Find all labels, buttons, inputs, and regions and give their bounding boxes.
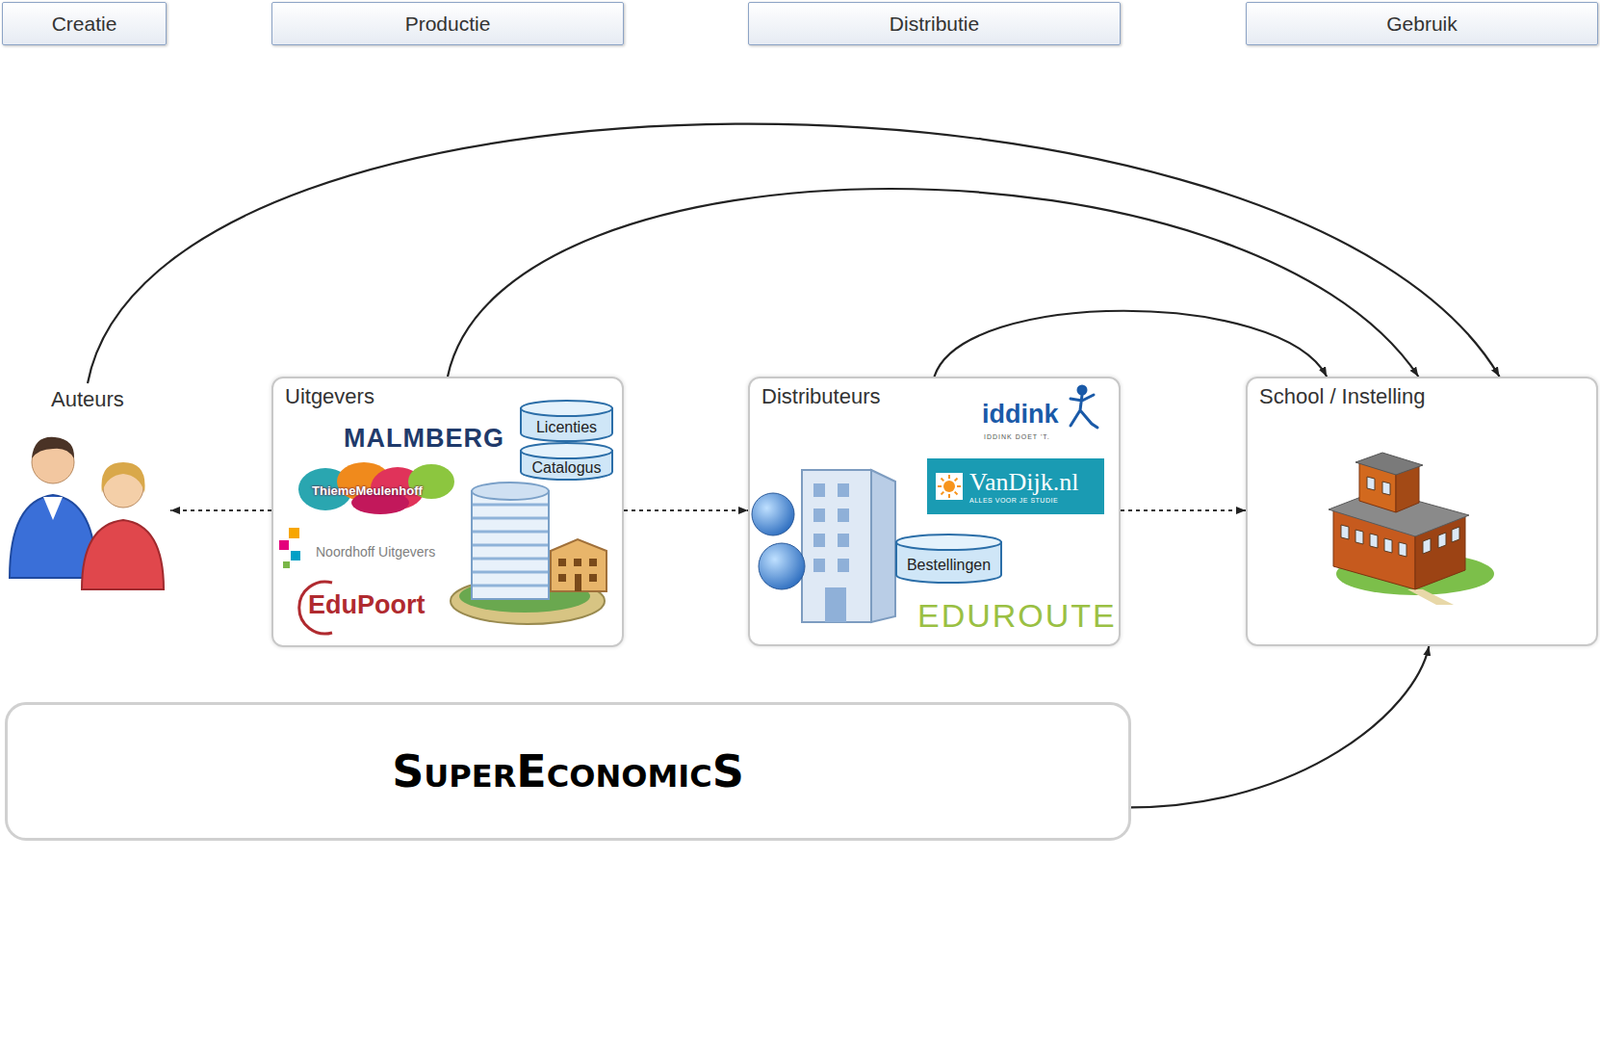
curved-arrow (934, 310, 1328, 377)
sun-ray (956, 485, 961, 488)
logo-text: ThiemeMeulenhoff (311, 483, 423, 498)
node-label: VanDijk.nl (969, 468, 1079, 497)
sun-ray (948, 493, 951, 498)
logo-text: EDUROUTE (917, 596, 1117, 635)
node-label: Productie (405, 12, 491, 36)
logo-text: iddink (981, 399, 1059, 430)
node-label: School / Instelling (1259, 384, 1425, 410)
sun-ray (954, 491, 958, 495)
stage-header: Distributie (748, 1, 1121, 46)
sun-ray (941, 478, 945, 482)
database-cylinder: Licenties (519, 399, 614, 442)
dashed-arrow (1120, 509, 1246, 512)
logo-text: MALMBERG (343, 423, 505, 454)
database-cylinder: Catalogus (519, 441, 614, 481)
band-box: SuperEconomicS (4, 701, 1132, 841)
database-cylinder: Bestellingen (895, 533, 1003, 584)
cylinder-top (896, 534, 1002, 550)
cylinder-top (520, 400, 613, 416)
sun-ray (941, 491, 945, 495)
actor-node: Auteurs (4, 383, 171, 590)
cylinder-top (520, 442, 613, 459)
node-label: Catalogus (531, 459, 601, 477)
node-label: Gebruik (1386, 12, 1458, 36)
node-label: Licenties (536, 418, 597, 437)
sun-ray (948, 474, 951, 479)
node-label: Creatie (51, 12, 118, 36)
curved-arrow (87, 124, 1500, 384)
stage-header: Creatie (1, 1, 167, 46)
school-building (1328, 452, 1495, 605)
process-box: UitgeversLicentiesCatalogus MALMBERG Thiem… (271, 376, 624, 647)
curved-arrow (1131, 645, 1429, 807)
logo-text: IDDINK DOET 'T. (983, 433, 1051, 440)
iddink-figure (1070, 386, 1098, 428)
node-label: Bestellingen (906, 556, 991, 574)
curved-arrow (447, 188, 1419, 377)
sun-ray (937, 485, 942, 488)
stage-header: Gebruik (1245, 1, 1599, 46)
logo-text: Noordhoff Uitgevers (315, 543, 436, 560)
node-subtext: ALLES VOOR JE STUDIE (969, 496, 1059, 504)
stage-header: Productie (271, 1, 624, 46)
sun-ray (954, 478, 958, 482)
dashed-arrow (170, 509, 272, 512)
process-box: DistributeursVanDijk.nlALLES VOOR JE STU… (748, 376, 1121, 646)
node-label: Distributie (889, 12, 980, 36)
node-label: Auteurs (51, 387, 125, 413)
distributor-building (751, 469, 896, 622)
logo-badge: VanDijk.nlALLES VOOR JE STUDIE (927, 458, 1105, 515)
logo-text: EduPoort (308, 590, 426, 620)
node-label: SuperEconomicS (391, 745, 745, 798)
dashed-arrow (623, 509, 749, 512)
node-label: Distributeurs (761, 384, 880, 410)
sun-icon (934, 471, 964, 501)
sun-ground (935, 472, 963, 500)
publisher-building (450, 482, 607, 624)
process-box: School / Instelling (1245, 376, 1599, 646)
authors-icon (9, 437, 164, 590)
noordhoff-logo-shape (279, 527, 301, 568)
sun-disc (943, 480, 955, 492)
thieme-logo-shape (298, 462, 455, 515)
node-label: Uitgevers (284, 384, 375, 410)
